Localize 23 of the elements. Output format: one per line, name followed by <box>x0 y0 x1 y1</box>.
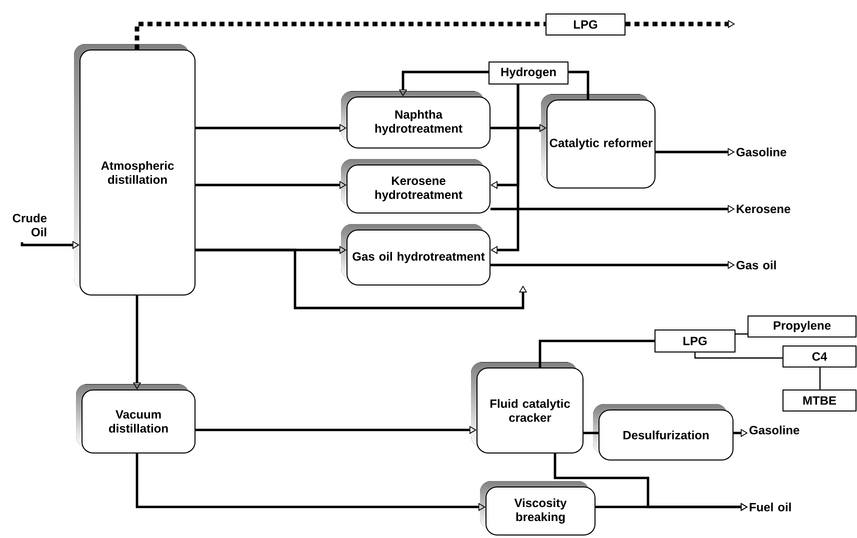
stream-label: Kerosene <box>736 204 790 214</box>
arrow <box>568 70 590 100</box>
stream-label: Fuel oil <box>750 502 791 512</box>
stream-box: Propylene <box>748 316 856 338</box>
stream-box: LPG <box>546 14 626 36</box>
stream-box: Hydrogen <box>488 62 568 84</box>
stream-box: MTBE <box>782 390 856 412</box>
stream-label: Gasoline <box>749 426 800 434</box>
process-box: Catalytic reformer <box>541 94 656 188</box>
process-box: Fluid catalytic cracker <box>471 362 584 454</box>
process-box: Gas oil hydrotreatment <box>341 224 490 286</box>
process-box: Vacuum distillation <box>76 384 196 454</box>
process-box: Kerosene hydrotreatment <box>341 159 490 214</box>
stream-box: C4 <box>782 345 856 368</box>
arrow <box>490 84 520 254</box>
process-box: Desulfurization <box>593 404 734 460</box>
stream-label: Crude Oil <box>12 214 47 236</box>
stream-label: Gasoline <box>736 148 786 156</box>
stream-box: LPG <box>654 330 736 352</box>
process-box: Atmospheric distillation <box>74 44 196 296</box>
stream-label: Gas oil <box>736 260 776 270</box>
process-box: Naphtha hydrotreatment <box>341 91 490 148</box>
process-box: Viscosity breaking <box>480 480 596 536</box>
